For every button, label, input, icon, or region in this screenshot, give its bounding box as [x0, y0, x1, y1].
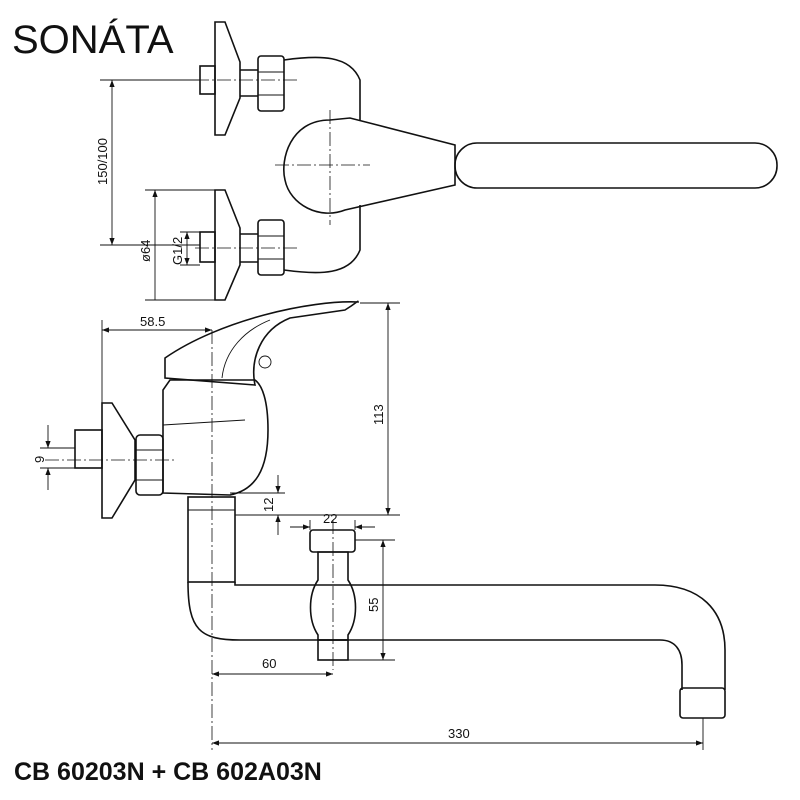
- lower-nut: [257, 219, 285, 276]
- dim-height: 113: [371, 404, 386, 425]
- side-body: [162, 379, 269, 496]
- dim-diverter-distance: 60: [262, 656, 276, 671]
- dim-spacing: 150/100: [95, 138, 110, 185]
- model-numbers: CB 60203N + CB 602A03N: [14, 758, 322, 786]
- lever-top: [283, 117, 456, 214]
- lever-handle-top: [454, 142, 778, 189]
- dim-spout-length: 330: [448, 726, 470, 741]
- dim-plate-diameter: ø64: [138, 240, 153, 262]
- product-title: SONÁTA: [12, 18, 174, 62]
- side-wall-plate: [101, 402, 136, 519]
- upper-wall-plate: [214, 21, 241, 136]
- dim-diverter-height: 55: [366, 598, 381, 612]
- diverter-knob: [309, 529, 356, 553]
- spout: [187, 581, 726, 690]
- lower-nipple: [199, 231, 216, 263]
- side-nut: [135, 434, 164, 496]
- side-view: 58.5 113 9 12 22 55 60 330: [32, 300, 726, 750]
- dim-diverter-width: 22: [323, 511, 337, 526]
- side-nipple: [74, 429, 103, 469]
- dim-nipple: 9: [32, 456, 47, 463]
- dim-outlet-offset: 12: [261, 498, 276, 512]
- dim-thread: G1/2: [170, 237, 185, 265]
- dim-depth: 58.5: [140, 314, 165, 329]
- lower-wall-plate: [214, 189, 241, 301]
- top-view: 150/100 ø64 G1/2: [95, 21, 778, 301]
- spout-aerator: [679, 687, 726, 719]
- outlet-fitting: [187, 496, 236, 583]
- upper-nut: [257, 55, 285, 112]
- side-lever: [164, 300, 359, 386]
- mixer-body-top: [283, 56, 361, 274]
